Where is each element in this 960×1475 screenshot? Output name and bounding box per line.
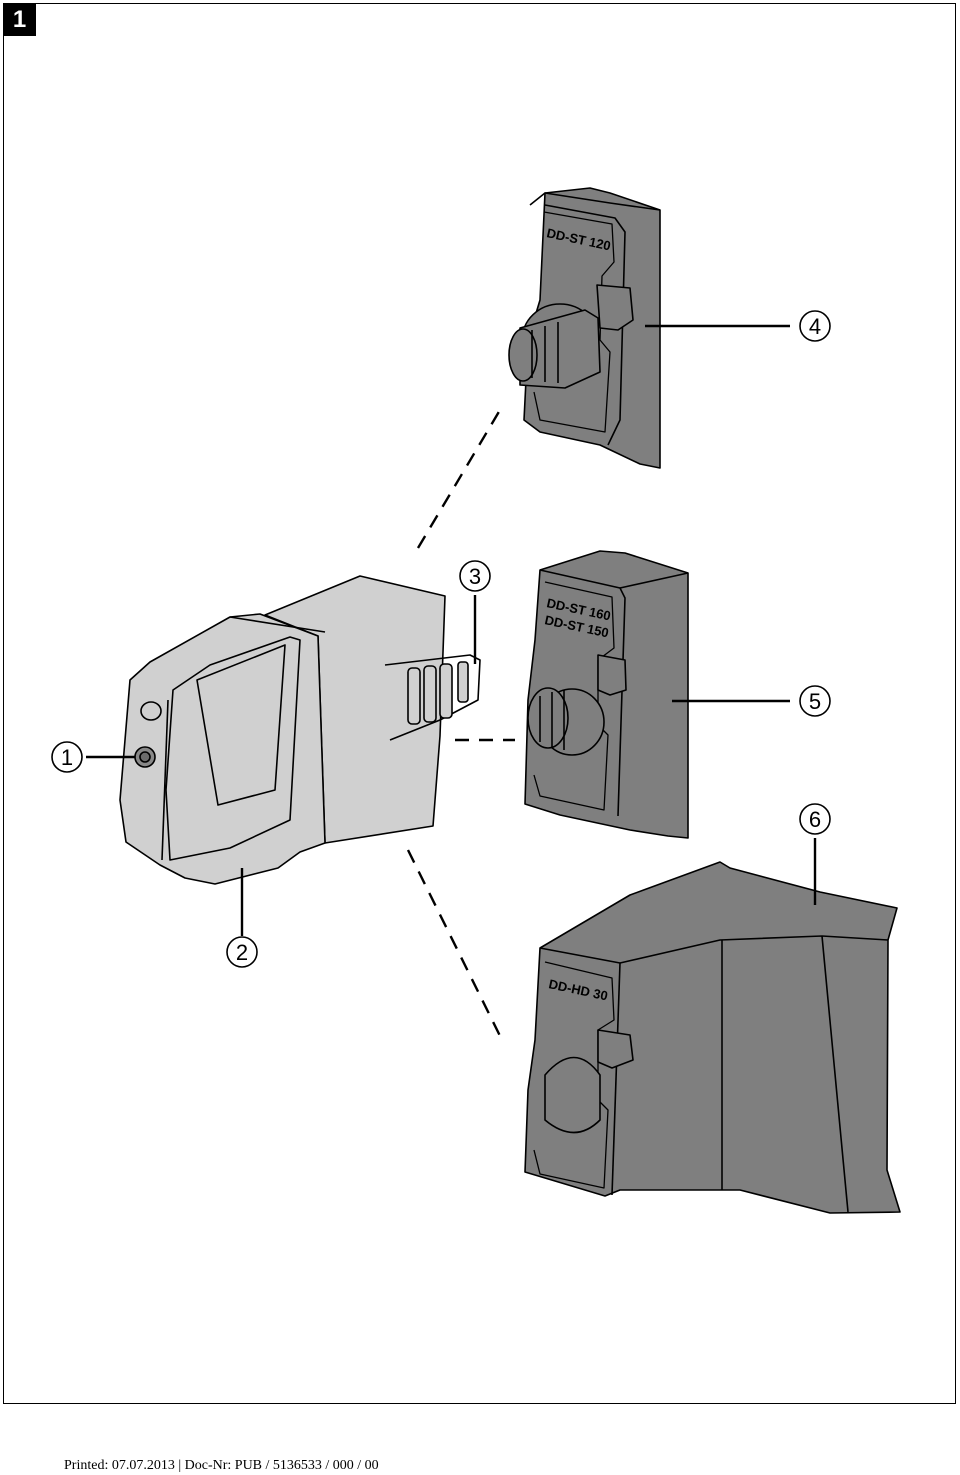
callout-4-number: 4 (809, 314, 821, 339)
adapter-dd-hd-30 (524, 861, 901, 1214)
callout-6-number: 6 (809, 807, 821, 832)
adapter-dd-st-120 (508, 187, 661, 469)
callout-1: 1 (51, 741, 83, 773)
callout-2-number: 2 (236, 940, 248, 965)
callout-5: 5 (799, 685, 831, 717)
callout-6: 6 (799, 803, 831, 835)
leader-lines (86, 324, 817, 936)
callout-4: 4 (799, 310, 831, 342)
device-housing (119, 575, 481, 885)
figure-frame (3, 3, 956, 1404)
assembly-dashed-lines (406, 409, 515, 1043)
callout-3-number: 3 (469, 564, 481, 589)
callout-2: 2 (226, 936, 258, 968)
figure-number-badge: 1 (3, 3, 36, 36)
adapter-dd-st-160-150 (524, 550, 689, 839)
callout-3: 3 (459, 560, 491, 592)
callout-5-number: 5 (809, 689, 821, 714)
callout-1-number: 1 (61, 745, 73, 770)
print-footer: Printed: 07.07.2013 | Doc-Nr: PUB / 5136… (64, 1458, 379, 1473)
